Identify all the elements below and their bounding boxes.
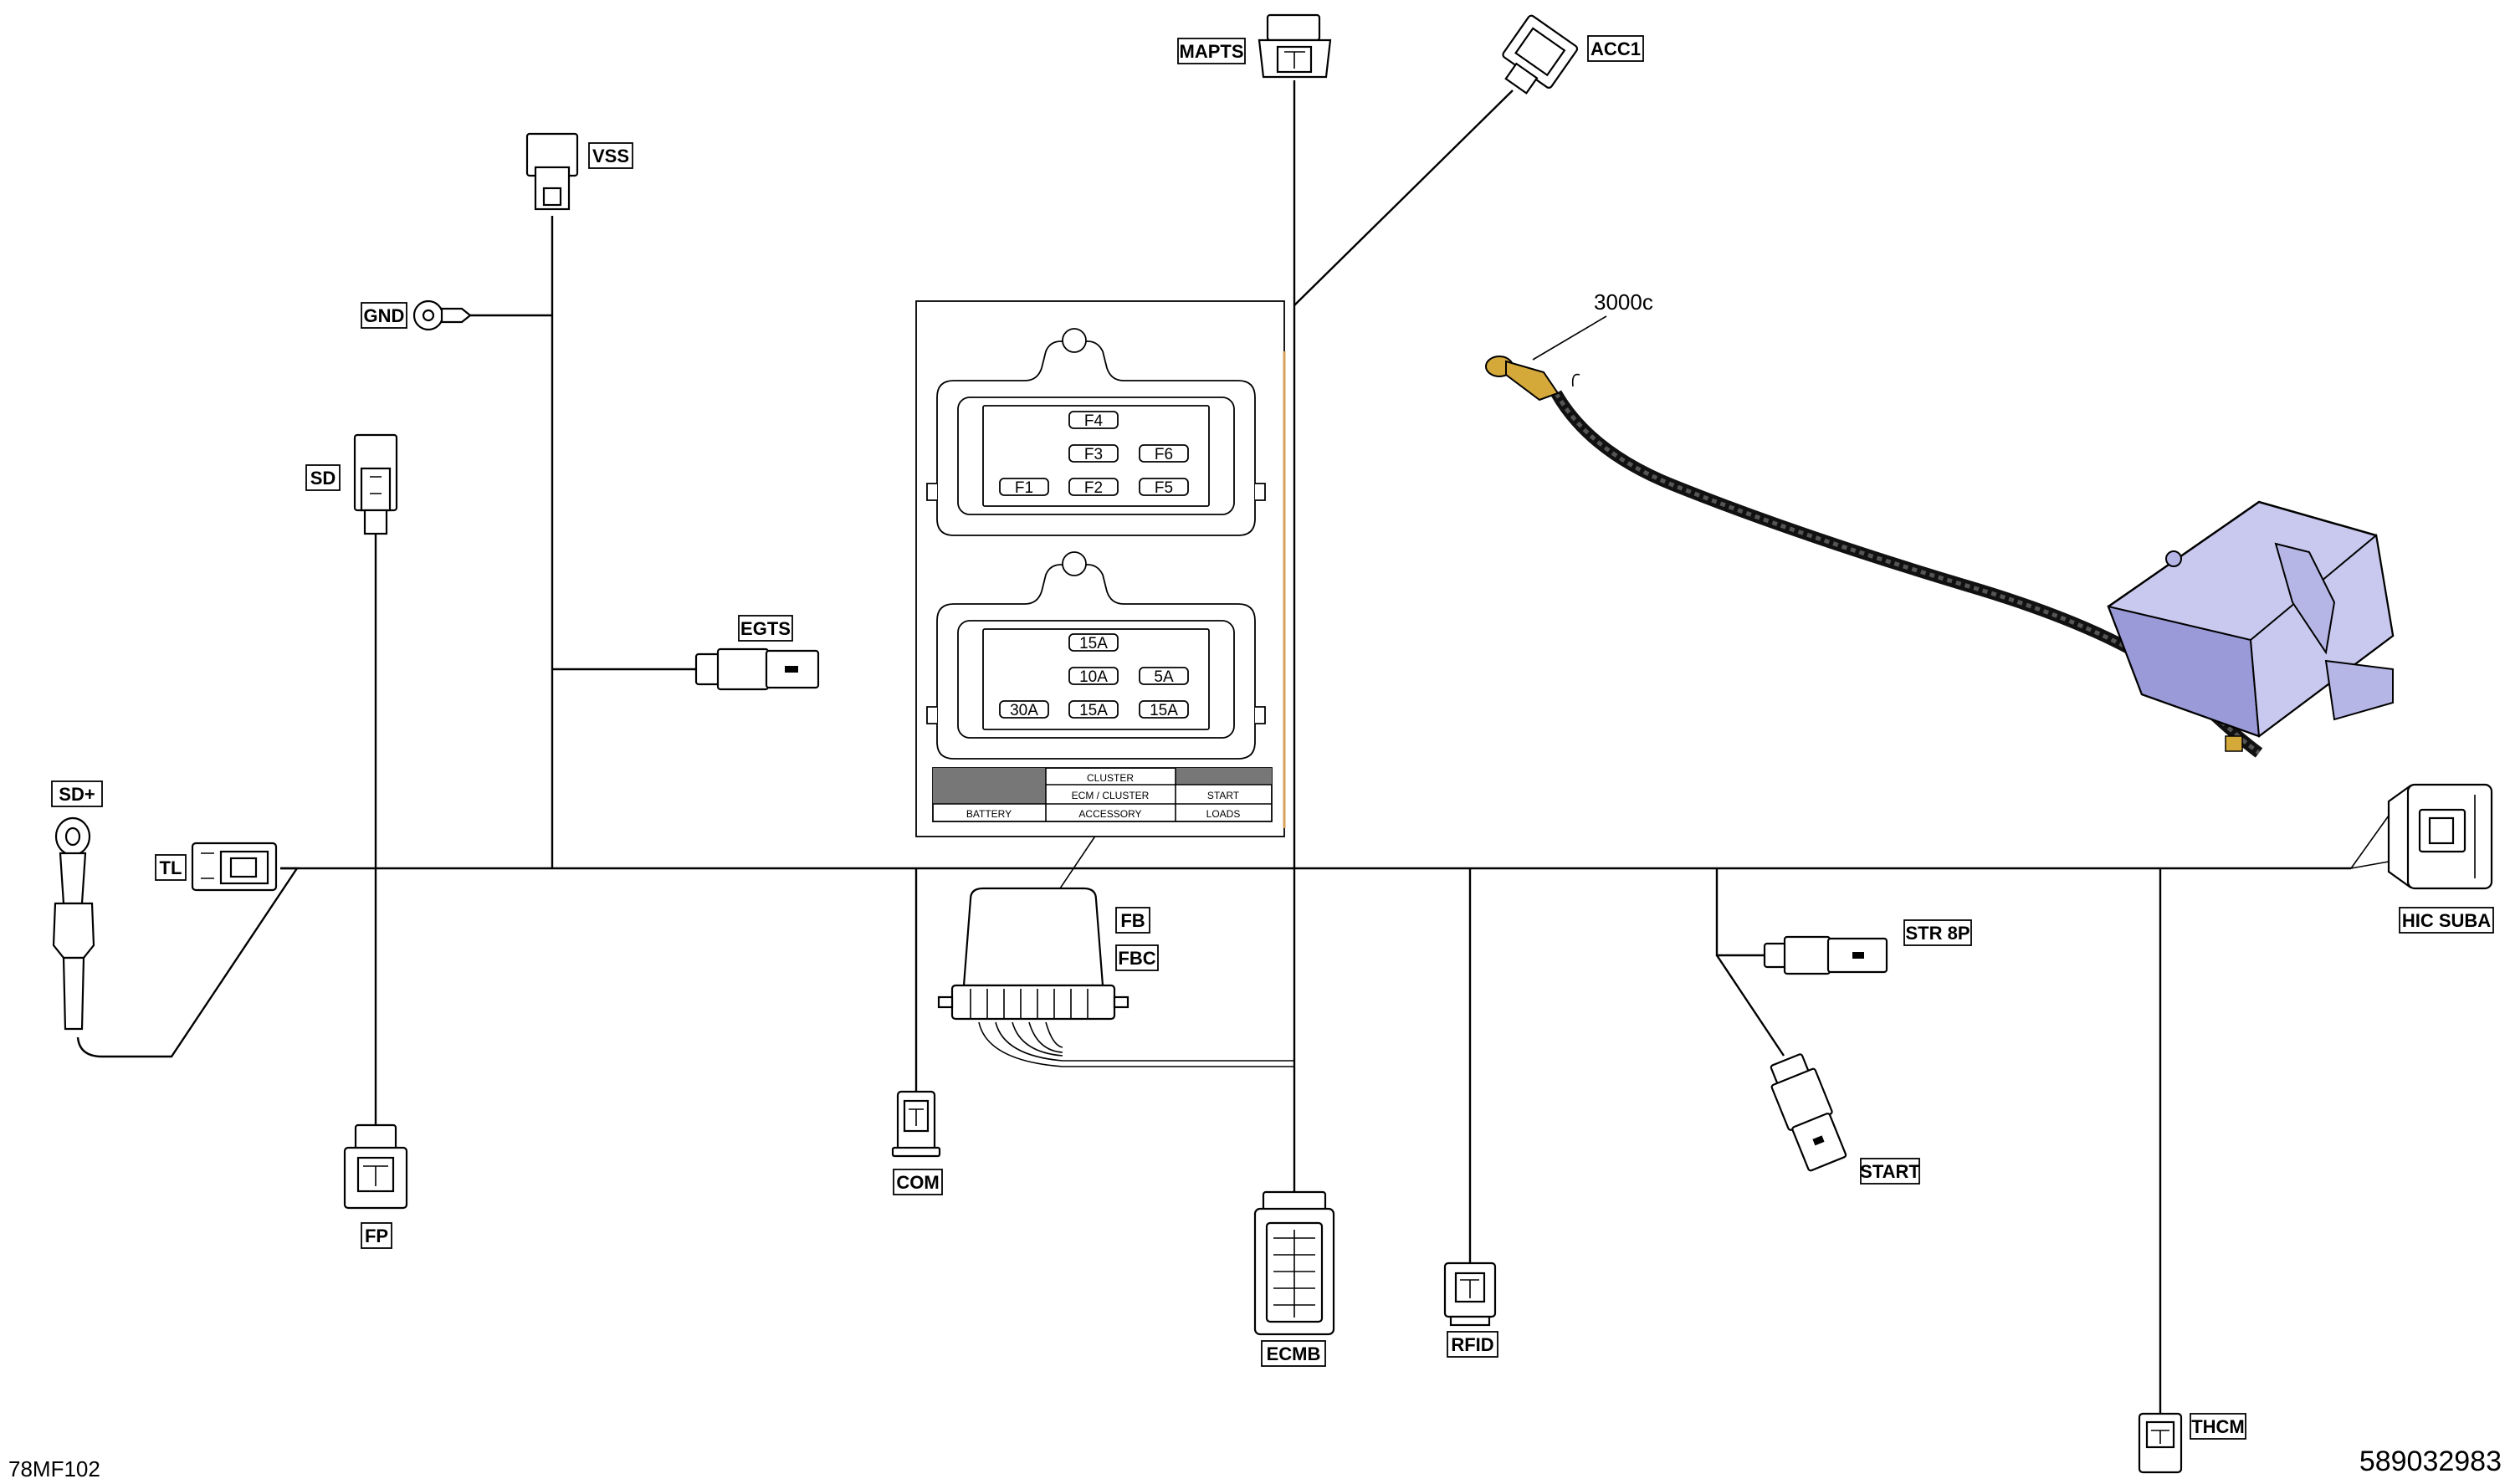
battery-ring-terminal [1485,356,1580,402]
legend-accessory: ACCESSORY [1078,808,1141,820]
acc1-label: ACC1 [1587,35,1644,62]
mapts-label: MAPTS [1177,38,1246,64]
callout-3000c: 3000c [1532,289,1653,361]
fuse-box-detail-panel: F4 F3 F6 F1 F2 F5 15A 10A 5A [915,300,1286,837]
hic-suba-label: HIC SUBA [2399,907,2494,934]
fuse-slot-f2: F2 [1084,479,1103,497]
legend-battery: BATTERY [966,808,1012,820]
fbc-pigtail-2 [995,1021,1294,1062]
mapts-connector[interactable] [1258,13,1332,79]
fbc-label: FBC [1115,944,1159,971]
drawing-code-left: 78MF102 [8,1456,100,1481]
acc1-connector[interactable] [1492,14,1579,103]
rfid-connector[interactable] [1443,1261,1497,1327]
fbc-pigtail-1 [978,1021,1294,1067]
str8p-label-text: STR 8P [1905,923,1970,944]
fbc-pigtail-5 [1045,1021,1063,1048]
acc1-wire [1293,90,1514,306]
fp-label-text: FP [365,1226,388,1246]
tl-label-text: TL [160,857,182,878]
fb-label-text: FB [1120,910,1145,931]
fuse-rating-4: 30A [1010,702,1038,719]
sd-plus-terminal[interactable] [52,816,95,1031]
start-connector[interactable] [1765,1051,1850,1172]
thcm-label: THCM [2190,1413,2246,1440]
fp-label: FP [361,1222,392,1249]
rfid-label-text: RFID [1451,1334,1493,1355]
egts-label-text: EGTS [740,618,791,639]
fbc-pigtail-4 [1028,1021,1063,1053]
fuse-slot-f3: F3 [1084,446,1103,463]
sd-label: SD [305,464,341,491]
fuse-slot-f6: F6 [1155,446,1173,463]
sd-connector[interactable] [353,433,398,535]
ecm-module-assembly[interactable] [1485,356,2395,758]
gnd-label-text: GND [364,305,405,326]
fuse-rating-1: 15A [1079,635,1108,652]
legend-start: START [1207,790,1240,801]
ecmb-label: ECMB [1261,1340,1326,1367]
legend-loads: LOADS [1206,808,1241,820]
ecmb-label-text: ECMB [1267,1343,1321,1364]
fuse-rating-2: 10A [1079,668,1108,686]
sd-plus-label-text: SD+ [59,784,95,805]
egts-label: EGTS [738,615,793,642]
thcm-label-text: THCM [2191,1416,2245,1437]
fuse-rating-3: 5A [1154,668,1174,686]
fuse-slot-f4: F4 [1084,412,1104,430]
egts-connector[interactable] [694,647,820,691]
fuse-block-upper: F4 F3 F6 F1 F2 F5 [926,328,1266,536]
fp-connector[interactable] [343,1123,408,1210]
tl-label: TL [155,854,187,881]
acc1-label-text: ACC1 [1591,38,1641,59]
fuse-slot-f1: F1 [1015,479,1033,497]
com-label: COM [893,1169,943,1195]
legend-ecm-cluster: ECM / CLUSTER [1072,790,1150,801]
wiring [76,80,2390,1414]
fuse-rating-5: 15A [1079,702,1108,719]
hic-suba-label-text: HIC SUBA [2402,910,2491,931]
hic-fan-wire [2350,815,2390,869]
sd-plus-wire [76,867,300,1058]
sd-plus-label: SD+ [51,780,103,807]
vss-connector[interactable] [525,132,579,211]
com-label-text: COM [896,1172,939,1193]
fuse-block-lower: 15A 10A 5A 30A 15A 15A [926,551,1266,760]
start-branch-wire [1715,868,1785,1057]
tl-connector[interactable] [191,842,278,892]
vss-label-text: VSS [592,146,629,166]
legend-swatch-cluster [1176,768,1272,785]
ecm-module-body [2107,500,2395,752]
callout-leader [1532,315,1607,361]
ecmb-connector[interactable] [1253,1190,1335,1336]
callout-3000c-text: 3000c [1594,289,1653,315]
fbc-fuse-holder[interactable] [937,887,1130,1021]
rfid-label: RFID [1447,1331,1498,1358]
fbc-pigtail-3 [1012,1021,1063,1057]
com-connector[interactable] [891,1090,941,1158]
thcm-connector[interactable] [2138,1412,2183,1474]
fb-label: FB [1115,907,1150,934]
sd-label-text: SD [310,468,336,489]
gnd-label: GND [361,302,407,329]
start-label: START [1860,1158,1920,1185]
fuse-rating-6: 15A [1150,702,1178,719]
legend-swatch-battery [933,768,1046,804]
str8p-connector[interactable] [1763,935,1888,975]
legend-cluster: CLUSTER [1087,772,1134,784]
vss-label: VSS [588,142,633,169]
fuse-legend-table: CLUSTER ECM / CLUSTER START BATTERY ACCE… [932,767,1273,822]
hic-suba-connector[interactable] [2387,783,2493,890]
gnd-ring-terminal[interactable] [412,299,472,331]
str8p-label: STR 8P [1903,919,1972,946]
part-number-right: 589032983 [2359,1446,2502,1477]
start-label-text: START [1860,1161,1920,1182]
fbc-label-text: FBC [1118,948,1155,969]
mapts-label-text: MAPTS [1180,41,1244,62]
fuse-slot-f5: F5 [1155,479,1173,497]
